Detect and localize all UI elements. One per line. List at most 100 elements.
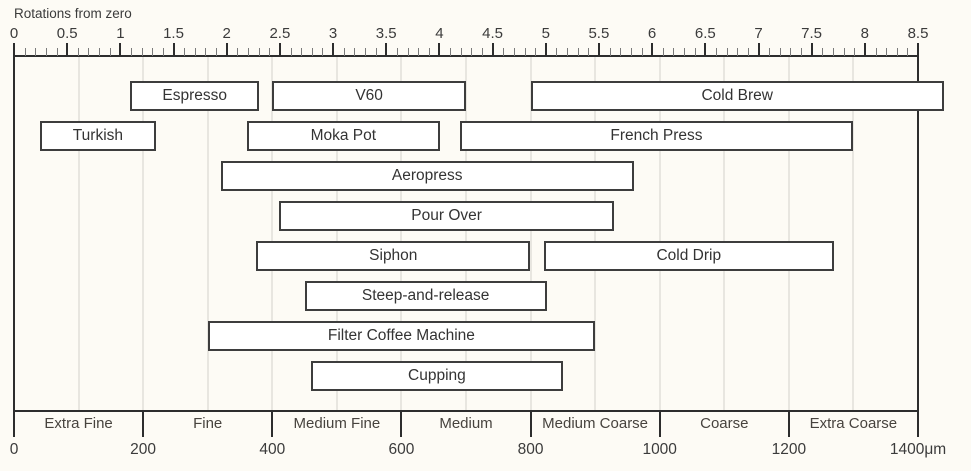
top-tick-label: 8.5 (907, 25, 929, 42)
bar-label: Turkish (72, 127, 124, 144)
top-minor-tick (141, 48, 143, 56)
bar-label: Moka Pot (310, 127, 377, 144)
gridline (335, 57, 338, 410)
top-major-tick (651, 43, 654, 56)
top-tick-label: 2 (222, 25, 231, 42)
top-minor-tick (769, 48, 771, 56)
top-major-tick (172, 43, 175, 56)
top-minor-tick (269, 48, 271, 56)
bar-cupping: Cupping (311, 361, 563, 391)
top-minor-tick (524, 48, 526, 56)
top-minor-tick (450, 48, 451, 56)
top-tick-label: 1 (116, 25, 125, 42)
top-major-tick (704, 43, 707, 56)
bar-turkish: Turkish (39, 121, 156, 151)
gridline (787, 57, 790, 410)
top-minor-tick (694, 48, 696, 56)
top-minor-tick (577, 48, 579, 56)
category-label-extra-coarse: Extra Coarse (809, 415, 898, 432)
top-minor-tick (184, 48, 186, 56)
bar-siphon: Siphon (256, 241, 531, 271)
top-minor-tick (471, 48, 473, 56)
gridline (271, 57, 274, 410)
bar-label: Espresso (162, 87, 228, 104)
bottom-tick-label: 800 (517, 441, 544, 458)
bar-filter-coffee-machine: Filter Coffee Machine (207, 321, 596, 351)
top-minor-tick (684, 48, 685, 56)
top-minor-tick (365, 48, 366, 56)
gridline (206, 57, 209, 410)
top-minor-tick (896, 48, 898, 56)
top-minor-tick (715, 48, 717, 56)
category-separator (917, 410, 919, 437)
top-major-tick (385, 43, 388, 56)
top-minor-tick (822, 48, 824, 56)
top-major-tick (278, 43, 281, 56)
bar-label: French Press (610, 127, 703, 144)
top-major-tick (13, 43, 15, 56)
bottom-tick-label: 200 (130, 441, 157, 458)
top-minor-tick (24, 48, 26, 56)
top-minor-tick (77, 48, 79, 56)
top-tick-label: 3 (328, 25, 338, 42)
top-minor-tick (237, 48, 239, 56)
bottom-tick-label: 1400μm (889, 441, 947, 458)
top-minor-tick (131, 48, 132, 56)
top-major-tick (66, 43, 69, 56)
top-minor-tick (875, 48, 877, 56)
bar-label: Steep-and-release (361, 287, 490, 304)
bar-cold-brew: Cold Brew (530, 81, 944, 111)
top-minor-tick (535, 48, 537, 56)
top-minor-tick (407, 48, 409, 56)
top-minor-tick (428, 48, 430, 56)
gridline (529, 57, 532, 410)
top-tick-label: 4 (435, 25, 444, 42)
top-tick-label: 8 (860, 25, 869, 42)
gridline (465, 57, 467, 410)
bar-french-press: French Press (459, 121, 854, 151)
category-label-fine: Fine (193, 415, 223, 432)
gridline (658, 57, 661, 410)
top-minor-tick (216, 48, 218, 56)
top-minor-tick (35, 48, 37, 56)
top-minor-tick (747, 48, 749, 56)
top-minor-tick (152, 48, 154, 56)
top-minor-tick (258, 48, 260, 56)
top-minor-tick (641, 48, 643, 56)
top-minor-tick (662, 48, 664, 56)
bar-label: Siphon (369, 247, 418, 264)
top-major-tick (810, 43, 813, 56)
gridline (142, 57, 145, 410)
top-minor-tick (567, 48, 568, 56)
top-tick-label: 5 (541, 25, 550, 42)
top-major-tick (917, 43, 919, 56)
top-minor-tick (588, 48, 590, 56)
category-separator (658, 410, 661, 437)
top-tick-label: 6.5 (694, 25, 716, 42)
top-minor-tick (396, 48, 398, 56)
top-minor-tick (109, 48, 111, 56)
bar-label: Aeropress (391, 167, 463, 184)
bottom-tick-label: 0 (9, 441, 19, 458)
category-separator (13, 410, 15, 437)
bar-steep-and-release: Steep-and-release (304, 281, 547, 311)
top-tick-label: 7 (754, 25, 763, 42)
top-minor-tick (460, 48, 462, 56)
top-minor-tick (301, 48, 303, 56)
top-major-tick (332, 43, 335, 56)
top-major-tick (757, 43, 760, 56)
bar-label: Cupping (408, 367, 466, 384)
top-minor-tick (45, 48, 47, 56)
top-minor-tick (482, 48, 483, 56)
top-minor-tick (609, 48, 611, 56)
bar-cold-drip: Cold Drip (543, 241, 835, 271)
top-tick-label: 3.5 (375, 25, 397, 42)
top-minor-tick (790, 48, 792, 56)
top-major-tick (863, 43, 866, 56)
top-minor-tick (854, 48, 856, 56)
top-major-tick (597, 43, 600, 56)
bar-label: V60 (355, 87, 383, 104)
top-minor-tick (779, 48, 781, 56)
gridline (77, 57, 80, 410)
